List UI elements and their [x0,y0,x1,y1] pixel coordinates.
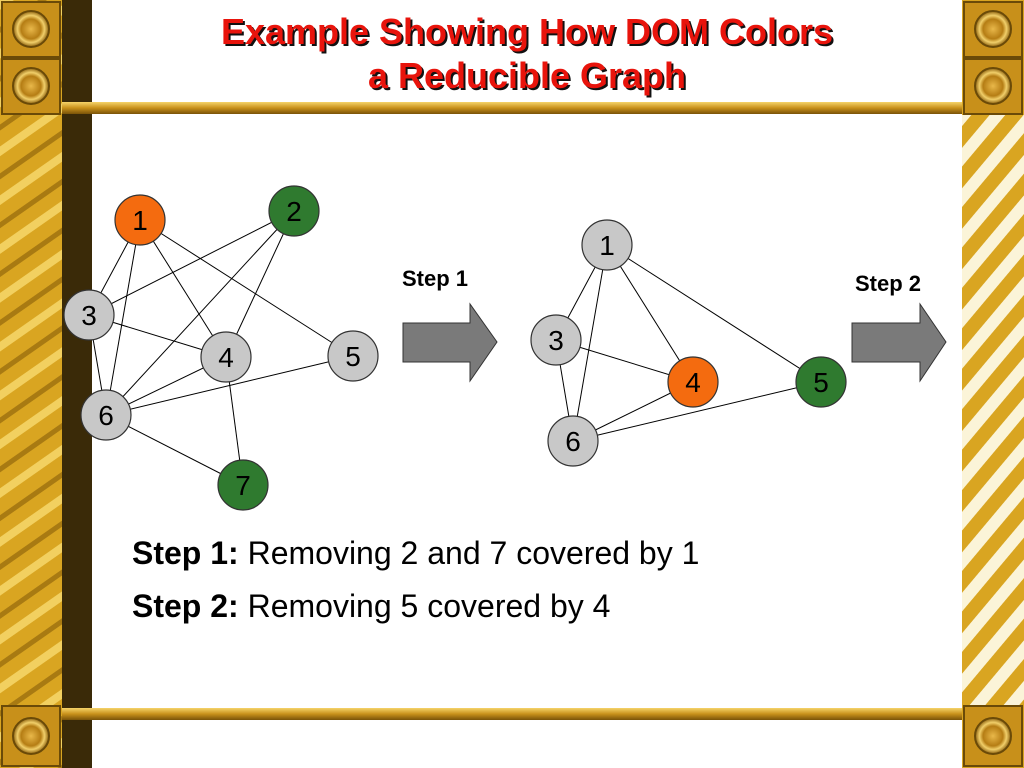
before-edge-1-4 [139,219,227,358]
before-node-label-7: 7 [235,470,251,501]
after-node-3 [530,314,582,366]
caption-step-2-text: Removing 5 covered by 4 [238,588,611,624]
after-node-label-5: 5 [813,367,829,398]
before-node-label-5: 5 [345,341,361,372]
before-edge-1-6 [105,219,141,416]
after-node-label-4: 4 [685,367,701,398]
before-edge-6-7 [105,414,244,486]
caption-step-1: Step 1: Removing 2 and 7 covered by 1 [132,534,699,572]
left-pillar [0,0,62,768]
before-node-7 [217,459,269,511]
after-node-6 [547,415,599,467]
before-node-label-3: 3 [81,300,97,331]
before-node-6 [80,389,132,441]
after-edge-6-5 [572,381,822,442]
after-node-label-1: 1 [599,230,615,261]
after-node-1 [581,219,633,271]
before-node-3 [63,289,115,341]
after-node-label-6: 6 [565,426,581,457]
before-edge-1-5 [139,219,354,357]
before-edge-2-4 [225,210,295,358]
caption-step-1-head: Step 1: [132,535,239,571]
bottom-rail [62,708,962,720]
slide-title-line-2: a Reducible Graph [367,55,687,96]
after-edge-1-5 [606,244,822,383]
before-node-4 [200,331,252,383]
top-rail [62,102,962,114]
after-node-4 [667,356,719,408]
step2-label: Step 2 [855,271,922,296]
before-node-5 [327,330,379,382]
before-node-label-4: 4 [218,342,234,373]
graph-before: 1 2 3 4 5 6 7 [63,185,379,511]
caption-step-2-head: Step 2: [132,588,239,624]
before-node-label-2: 2 [286,196,302,227]
after-node-label-3: 3 [548,325,564,356]
step2-arrow [851,302,947,383]
slide-title-line-1: Example Showing How DOM Colors [220,11,834,52]
caption-step-2: Step 2: Removing 5 covered by 4 [132,587,610,625]
before-edge-6-5 [105,355,354,416]
left-shadow-bar [62,0,92,768]
step1-label: Step 1 [402,266,469,291]
right-pillar [962,110,1024,710]
after-node-5 [795,356,847,408]
after-edge-1-4 [606,244,694,383]
before-node-2 [268,185,320,237]
before-edge-2-6 [105,210,295,416]
step1-arrow [402,302,498,383]
before-node-label-6: 6 [98,400,114,431]
before-node-label-1: 1 [132,205,148,236]
before-edge-2-3 [88,210,295,316]
graph-after: 1 3 4 5 6 [530,219,847,467]
before-node-1 [114,194,166,246]
caption-step-1-text: Removing 2 and 7 covered by 1 [238,535,700,571]
after-edge-1-6 [572,244,608,442]
